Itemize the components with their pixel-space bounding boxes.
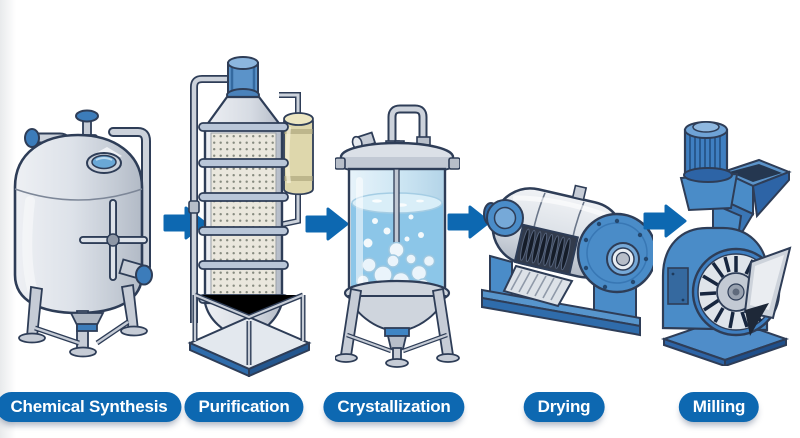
stage-label-crystallization: Crystallization bbox=[323, 392, 465, 422]
reactor-vessel-icon bbox=[13, 109, 153, 358]
stage-label-chemical-synthesis: Chemical Synthesis bbox=[0, 392, 182, 422]
left-edge-shading bbox=[0, 0, 16, 438]
right-arrow-icon bbox=[447, 205, 491, 239]
stage-label-drying: Drying bbox=[523, 392, 605, 422]
milling-machine-icon bbox=[660, 121, 792, 366]
crystallizer-tank-icon bbox=[335, 104, 460, 368]
right-arrow-icon bbox=[305, 207, 349, 241]
stage-label-purification: Purification bbox=[184, 392, 304, 422]
rotary-dryer-icon bbox=[481, 184, 653, 337]
stage-label-milling: Milling bbox=[678, 392, 760, 422]
purification-column-icon bbox=[187, 56, 314, 377]
right-arrow-icon bbox=[643, 204, 687, 238]
